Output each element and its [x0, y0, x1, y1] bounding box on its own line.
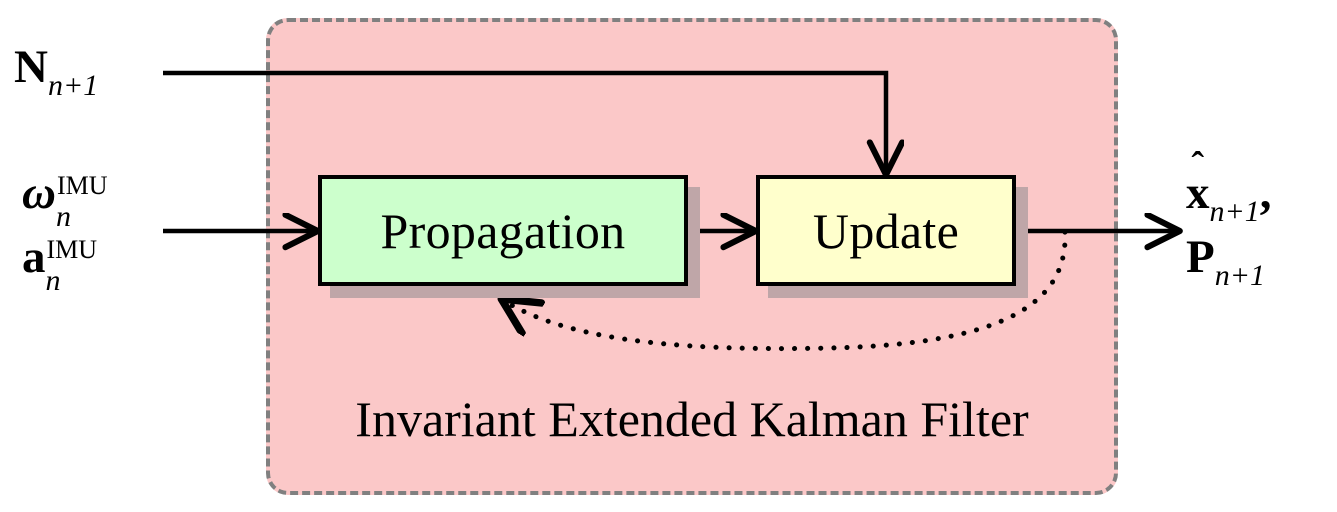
edge-measurement-to-update	[163, 70, 886, 173]
output-cov-label: Pn+1	[1186, 234, 1272, 298]
output-state-base: x	[1186, 167, 1210, 219]
imu-accel-subscript: n	[45, 264, 61, 298]
output-state-label: ̂xn+1,	[1186, 170, 1272, 234]
update-block-label: Update	[812, 202, 960, 259]
imu-omega-base: ω	[22, 167, 56, 219]
output-label-group: ̂xn+1, Pn+1	[1186, 170, 1272, 298]
measurement-subscript: n+1	[47, 69, 99, 103]
imu-accel-superscript: IMU	[46, 235, 98, 265]
imu-omega-superscript: IMU	[57, 171, 108, 201]
output-state-base-wrap: ̂x	[1186, 170, 1210, 217]
imu-accel-base: a	[22, 231, 46, 283]
output-cov-base: P	[1186, 231, 1215, 283]
output-state-subscript: n+1	[1209, 195, 1260, 229]
filter-caption: Invariant Extended Kalman Filter	[355, 391, 1029, 447]
input-label-measurement: Nn+1	[14, 41, 98, 101]
output-state-comma: ,	[1259, 167, 1272, 219]
propagation-block-label: Propagation	[380, 202, 626, 259]
propagation-block[interactable]: Propagation	[318, 175, 688, 286]
imu-omega-subscript: n	[56, 200, 71, 234]
measurement-base: N	[14, 41, 48, 93]
update-block[interactable]: Update	[756, 175, 1016, 286]
output-cov-subscript: n+1	[1214, 259, 1265, 293]
